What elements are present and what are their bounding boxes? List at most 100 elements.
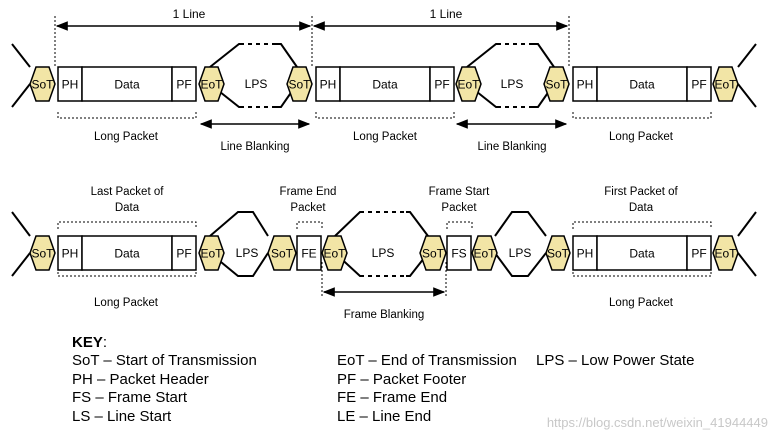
long-packet-label: Long Packet bbox=[609, 297, 674, 309]
row1-cell-sot-shape bbox=[29, 66, 56, 102]
frame-end-packet-label: Frame End bbox=[280, 186, 337, 198]
row1-cell-ph-label: PH bbox=[577, 78, 594, 92]
key-entry-pf: PF – Packet Footer bbox=[337, 370, 467, 388]
frame-end-bracket bbox=[296, 221, 323, 229]
long-packet-bracket bbox=[572, 268, 712, 277]
row2-cell-data-label: Data bbox=[629, 247, 655, 261]
row1-cell-pf-label: PF bbox=[691, 78, 706, 92]
key-title: KEY: bbox=[72, 334, 107, 351]
row2-cell-fe-shape bbox=[296, 235, 322, 271]
frame-blanking-label: Frame Blanking bbox=[344, 309, 425, 321]
row2-cell-sot-shape bbox=[29, 235, 56, 271]
row2-cell-sot-label: SoT bbox=[547, 247, 570, 261]
row2-cell-sot-label: SoT bbox=[271, 247, 294, 261]
key-entry-sot: SoT – Start of Transmission bbox=[72, 352, 257, 369]
row2-cell-pf-shape bbox=[686, 235, 712, 271]
frame-start-bracket bbox=[446, 221, 473, 229]
row2-cell-eot-label: EoT bbox=[200, 247, 223, 261]
long-packet-label: Long Packet bbox=[94, 297, 159, 309]
frame-end-packet-label: Packet bbox=[290, 202, 326, 214]
row2-cell-fs-shape bbox=[446, 235, 472, 271]
row1-cell-eot-label: EoT bbox=[457, 78, 480, 92]
row2-cell-sot-shape bbox=[545, 235, 571, 271]
row1-cell-sot-label: SoT bbox=[545, 78, 568, 92]
row1-cell-eot-label: EoT bbox=[714, 78, 737, 92]
row2-cell-eot-shape bbox=[712, 235, 739, 271]
key-entry-le: LE – Line End bbox=[337, 407, 432, 425]
row2-cell-data-shape bbox=[81, 235, 173, 271]
row1-cell-data-label: Data bbox=[629, 78, 655, 92]
row2-cell-eot-label: EoT bbox=[714, 247, 737, 261]
row2-cell-fs-label: FS bbox=[451, 247, 466, 261]
row2-cell-sot-shape bbox=[267, 235, 297, 271]
first-packet-label: Data bbox=[629, 202, 654, 214]
key-colon: : bbox=[102, 334, 108, 351]
frame-start-packet-label: Packet bbox=[441, 202, 477, 214]
row1-cell-data-label: Data bbox=[114, 78, 140, 92]
row2-bus-lead-left bbox=[11, 211, 31, 277]
first-packet-label: First Packet of bbox=[604, 186, 678, 198]
key-entry-fe: FE – Frame End bbox=[337, 389, 448, 407]
row2-cell-sot-label: SoT bbox=[422, 247, 445, 261]
row2-lps-shape-2 bbox=[334, 211, 429, 277]
row1-cell-sot-shape bbox=[543, 66, 570, 102]
row2-cell-pf-label: PF bbox=[691, 247, 706, 261]
row2-cell-pf-label: PF bbox=[176, 247, 191, 261]
row1-cell-pf-shape bbox=[171, 66, 197, 102]
row2-lps-label: LPS bbox=[509, 246, 532, 260]
row1-cell-pf-label: PF bbox=[176, 78, 191, 92]
long-packet-bracket bbox=[57, 112, 197, 119]
row1-cell-sot-label: SoT bbox=[31, 78, 54, 92]
row1-bus-lead-left bbox=[11, 43, 31, 108]
row2-cell-eot-shape bbox=[198, 235, 225, 271]
row1-cell-pf-shape bbox=[686, 66, 712, 102]
row1-cell-eot-shape bbox=[712, 66, 739, 102]
row2-cell-eot-shape bbox=[471, 235, 498, 271]
key-entry-lps: LPS – Low Power State bbox=[536, 352, 695, 369]
row1-cell-pf-shape bbox=[429, 66, 455, 102]
row2-cell-eot-shape bbox=[321, 235, 348, 271]
row1-cell-data-label: Data bbox=[372, 78, 398, 92]
row1-cell-sot-label: SoT bbox=[288, 78, 311, 92]
row1-cell-pf-label: PF bbox=[434, 78, 449, 92]
row1-cell-sot-shape bbox=[286, 66, 313, 102]
line-blanking-label: Line Blanking bbox=[220, 141, 289, 153]
row2-cell-sot-label: SoT bbox=[31, 247, 54, 261]
row2-lps-label: LPS bbox=[236, 246, 259, 260]
long-packet-label: Long Packet bbox=[94, 131, 159, 143]
row2-cell-data-shape bbox=[596, 235, 688, 271]
line-dimension-label: 1 Line bbox=[430, 7, 463, 21]
row1-cell-eot-label: EoT bbox=[200, 78, 223, 92]
row1-cell-ph-label: PH bbox=[320, 78, 337, 92]
long-packet-bracket bbox=[572, 112, 712, 119]
row1-cell-eot-shape bbox=[455, 66, 482, 102]
key-title-text: KEY bbox=[72, 334, 103, 351]
row1-cell-eot-shape bbox=[198, 66, 225, 102]
row1-cell-ph-shape bbox=[57, 66, 83, 102]
row2-cell-eot-label: EoT bbox=[323, 247, 346, 261]
long-packet-label: Long Packet bbox=[609, 131, 674, 143]
first-packet-bracket bbox=[572, 221, 712, 229]
long-packet-bracket bbox=[315, 112, 455, 119]
row2-cell-ph-label: PH bbox=[62, 247, 79, 261]
last-packet-label: Data bbox=[115, 202, 140, 214]
key-column-2: EoT – End of Transmission PF – Packet Fo… bbox=[337, 352, 517, 426]
row1-lps-shape-2 bbox=[466, 43, 555, 108]
row2-lps-shape-3 bbox=[494, 211, 547, 277]
row1-line-timing: SoT PH Data PF EoT SoT PH Data PF EoT SoT PH Data PF E… bbox=[11, 7, 757, 153]
frame-start-packet-label: Frame Start bbox=[429, 186, 491, 198]
row1-cell-ph-label: PH bbox=[62, 78, 79, 92]
row1-bus-lead-right bbox=[737, 43, 757, 108]
line-blanking-label: Line Blanking bbox=[477, 141, 546, 153]
row1-lps-shape-1 bbox=[209, 43, 298, 68]
key-column-1: SoT – Start of Transmission PH – Packet … bbox=[72, 352, 257, 426]
row2-cell-pf-shape bbox=[171, 235, 197, 271]
row2-bus-lead-right bbox=[737, 211, 757, 277]
long-packet-bracket bbox=[57, 268, 197, 277]
row2-cell-fe-label: FE bbox=[301, 247, 316, 261]
long-packet-label: Long Packet bbox=[353, 131, 418, 143]
key-entry-fs: FS – Frame Start bbox=[72, 389, 188, 407]
row2-cell-ph-shape bbox=[572, 235, 598, 271]
